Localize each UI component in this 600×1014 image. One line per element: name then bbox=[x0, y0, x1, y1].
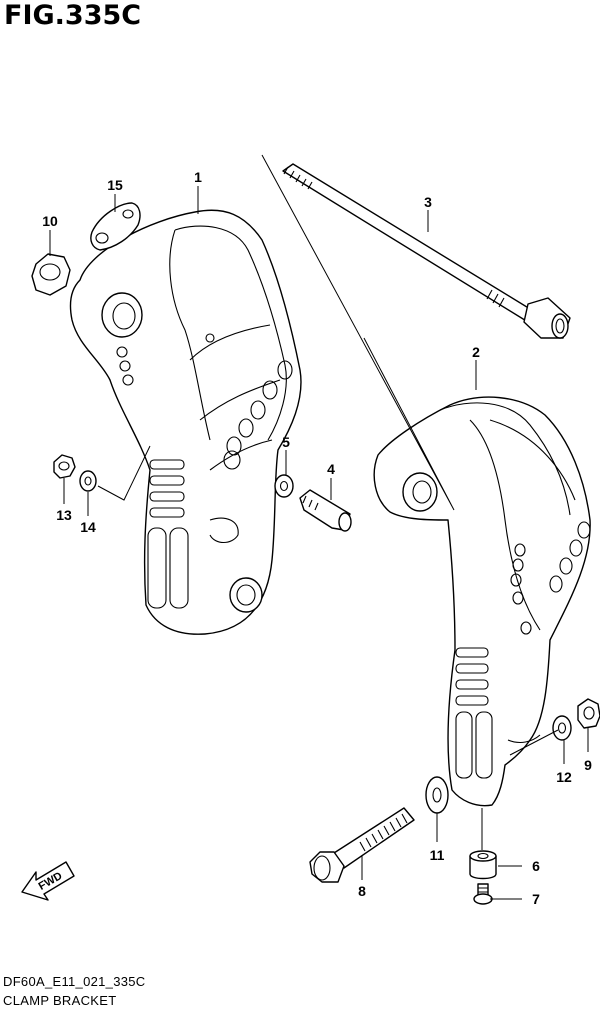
callout-7: 7 bbox=[532, 891, 540, 907]
callout-3: 3 bbox=[424, 194, 432, 210]
fwd-arrow: FWD bbox=[21, 861, 75, 901]
callout-15: 15 bbox=[107, 177, 123, 193]
part-3-bolt[interactable] bbox=[282, 163, 571, 339]
part-2-clamp-bracket[interactable] bbox=[373, 396, 591, 807]
part-6-bushing[interactable] bbox=[469, 850, 497, 880]
callout-4: 4 bbox=[327, 461, 335, 477]
part-8-bolt[interactable] bbox=[309, 807, 415, 883]
part-4-pin[interactable] bbox=[299, 489, 352, 532]
callout-2: 2 bbox=[472, 344, 480, 360]
part-9-nut[interactable] bbox=[577, 698, 600, 729]
callout-13: 13 bbox=[56, 507, 72, 523]
part-11-washer[interactable] bbox=[425, 776, 449, 814]
callout-12: 12 bbox=[556, 769, 572, 785]
part-10-nut[interactable] bbox=[31, 253, 71, 296]
part-14-washer[interactable] bbox=[79, 470, 97, 492]
callout-1: 1 bbox=[194, 169, 202, 185]
callout-10: 10 bbox=[42, 213, 58, 229]
part-7-bolt[interactable] bbox=[473, 883, 493, 905]
part-5-washer[interactable] bbox=[274, 474, 294, 498]
callout-8: 8 bbox=[358, 883, 366, 899]
part-1-clamp-bracket[interactable] bbox=[69, 209, 302, 635]
part-15-plate[interactable] bbox=[90, 202, 141, 251]
part-13-nut[interactable] bbox=[53, 454, 76, 479]
callout-14: 14 bbox=[80, 519, 96, 535]
callout-11: 11 bbox=[430, 847, 445, 863]
figure-title: FIG.335C bbox=[4, 0, 142, 31]
callout-6: 6 bbox=[532, 858, 540, 874]
callout-9: 9 bbox=[584, 757, 592, 773]
callout-5: 5 bbox=[282, 434, 290, 450]
diagram-code: DF60A_E11_021_335C bbox=[3, 974, 146, 989]
diagram-name: CLAMP BRACKET bbox=[3, 993, 117, 1008]
leader-lines bbox=[49, 154, 589, 900]
part-12-washer[interactable] bbox=[552, 715, 572, 741]
